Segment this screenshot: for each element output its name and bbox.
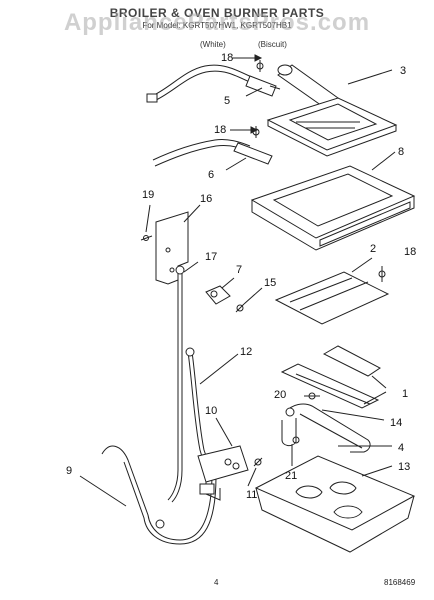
part-7-orifice	[205, 277, 263, 313]
variant-white: (White)	[200, 40, 226, 49]
callout-18-right: 18	[404, 246, 416, 258]
callout-20: 20	[274, 389, 286, 401]
diagram-header: BROILER & OVEN BURNER PARTS For Model: K…	[0, 6, 434, 30]
callout-9: 9	[66, 465, 72, 477]
variant-biscuit: (Biscuit)	[258, 40, 287, 49]
callout-21: 21	[285, 470, 297, 482]
callout-14: 14	[390, 417, 402, 429]
part-10-safety-valve	[197, 417, 263, 501]
callout-19: 19	[142, 189, 154, 201]
part-number: 8168469	[384, 578, 416, 587]
callout-10: 10	[205, 405, 217, 417]
part-9-gas-tube	[79, 445, 217, 545]
page-number: 4	[214, 578, 219, 587]
callout-12: 12	[240, 346, 252, 358]
callout-4: 4	[398, 442, 404, 454]
callout-13: 13	[398, 461, 410, 473]
part-13-bottom-panel	[254, 455, 416, 553]
callout-1: 1	[402, 388, 408, 400]
callout-6: 6	[208, 169, 214, 181]
callout-8: 8	[398, 146, 404, 158]
callout-18-mid: 18	[214, 124, 226, 136]
part-1-burner-bracket	[280, 345, 387, 421]
part-4-oven-burner	[281, 403, 392, 466]
callout-18-top: 18	[221, 52, 233, 64]
callout-3: 3	[400, 65, 406, 77]
part-5-broil-ignitor	[146, 54, 281, 103]
callout-5: 5	[224, 95, 230, 107]
callout-17: 17	[205, 251, 217, 263]
model-subtitle: For Model: KGRT507HW1, KGRT507HB1	[142, 21, 292, 30]
callout-15: 15	[264, 277, 276, 289]
page-title: BROILER & OVEN BURNER PARTS	[109, 6, 325, 20]
callout-2: 2	[370, 243, 376, 255]
part-6-oven-ignitor	[152, 126, 273, 171]
part-3-broil-burner	[266, 64, 398, 157]
part-2-shield	[274, 257, 390, 325]
callout-11: 11	[246, 489, 257, 501]
callout-16: 16	[200, 193, 212, 205]
part-8-spreader-panel	[250, 151, 416, 251]
part-16-bracket	[140, 204, 201, 285]
callout-7: 7	[236, 264, 242, 276]
